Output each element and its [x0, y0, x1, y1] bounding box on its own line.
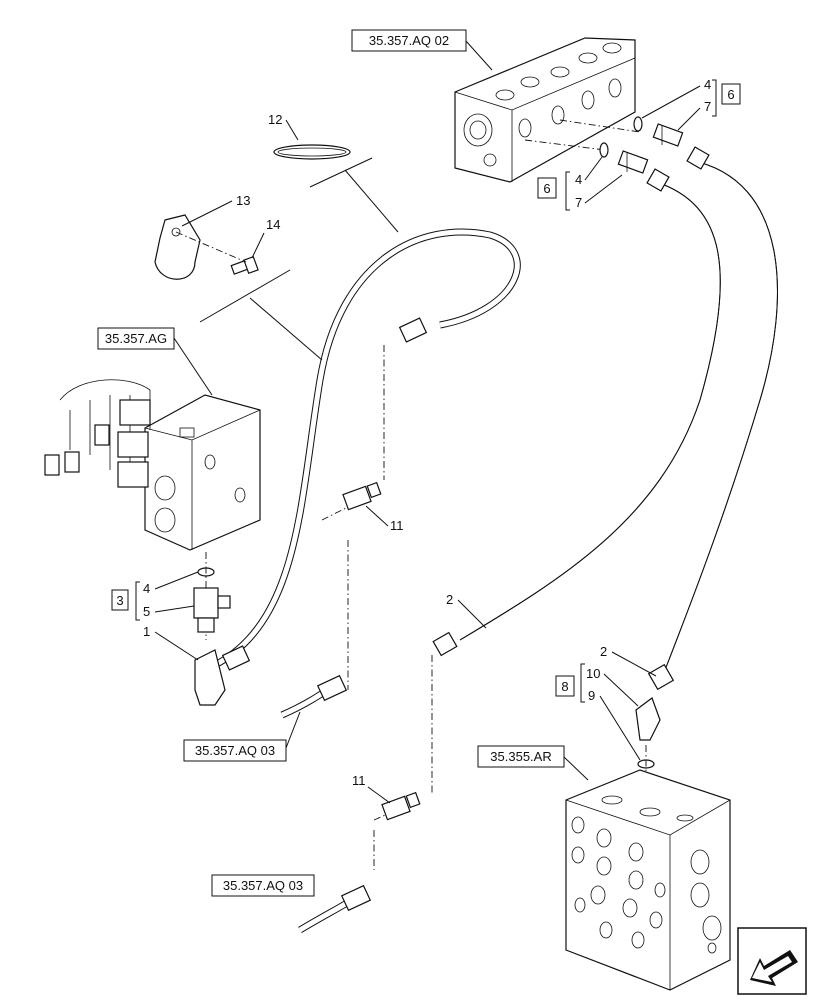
bolt-14 — [230, 255, 259, 275]
callout-9: 9 — [588, 688, 595, 703]
label-groups-g6_top: 6 — [727, 87, 734, 102]
callout-10: 10 — [586, 666, 600, 681]
ref-label-aq03-mid[interactable]: 35.357.AQ 03 — [183, 739, 287, 762]
ref-text-aq03-bottom: 35.357.AQ 03 — [223, 878, 303, 893]
o-ring-4-top — [633, 116, 643, 132]
arrow-left-down-icon[interactable] — [737, 927, 807, 995]
adapter-7-top — [652, 123, 684, 147]
ref-label-ar[interactable]: 35.355.AR — [477, 745, 565, 768]
callout-12: 12 — [268, 112, 282, 127]
ref-label-aq02[interactable]: 35.357.AQ 02 — [351, 29, 467, 52]
callout-11-mid: 11 — [390, 518, 404, 533]
label-groups-g8: 8 — [561, 679, 568, 694]
callout-7-top: 7 — [704, 99, 711, 114]
ref-label-ag[interactable]: 35.357.AG — [97, 327, 175, 350]
valve-block-aq02 — [454, 37, 641, 183]
group-3[interactable]: 3 — [111, 589, 129, 611]
ref-text-aq03-mid: 35.357.AQ 03 — [195, 743, 275, 758]
hose-end-aq03-bottom — [298, 884, 372, 934]
callout-5-left: 5 — [143, 604, 150, 619]
hose-right-pair — [432, 146, 778, 691]
fitting-11-mid — [342, 481, 382, 511]
tee-fitting-5 — [193, 587, 231, 633]
ref-text-aq02: 35.357.AQ 02 — [369, 33, 449, 48]
elbow-fitting-10 — [635, 697, 661, 741]
callout-13: 13 — [236, 193, 250, 208]
adapter-7-mid — [617, 150, 649, 174]
callout-7-mid: 7 — [575, 195, 582, 210]
group-8[interactable]: 8 — [555, 675, 575, 697]
valve-block-ar — [565, 769, 731, 991]
o-ring-4-mid — [599, 142, 609, 158]
group-6-top[interactable]: 6 — [721, 83, 741, 105]
callout-4-left: 4 — [143, 581, 150, 596]
callout-4-mid: 4 — [575, 172, 582, 187]
ref-text-ag: 35.357.AG — [105, 331, 167, 346]
valve-block-ag — [44, 379, 261, 551]
group-6-mid[interactable]: 6 — [537, 177, 557, 199]
hose-end-aq03-mid — [280, 674, 348, 719]
callout-4-top: 4 — [704, 77, 711, 92]
elbow-fitting-1 — [194, 649, 226, 706]
band-12 — [273, 144, 351, 160]
ref-text-ar: 35.355.AR — [490, 749, 551, 764]
callout-11-bottom: 11 — [352, 773, 366, 788]
callout-14: 14 — [266, 217, 280, 232]
callout-1-left: 1 — [143, 624, 150, 639]
clamp-13 — [154, 214, 201, 280]
label-groups-g6_mid: 6 — [543, 181, 550, 196]
label-groups-g3: 3 — [116, 593, 123, 608]
callout-2-right: 2 — [600, 644, 607, 659]
callout-2-center: 2 — [446, 592, 453, 607]
fitting-11-bottom — [381, 791, 421, 821]
ref-label-aq03-bottom[interactable]: 35.357.AQ 03 — [211, 874, 315, 897]
hose-loop-center — [213, 228, 521, 671]
